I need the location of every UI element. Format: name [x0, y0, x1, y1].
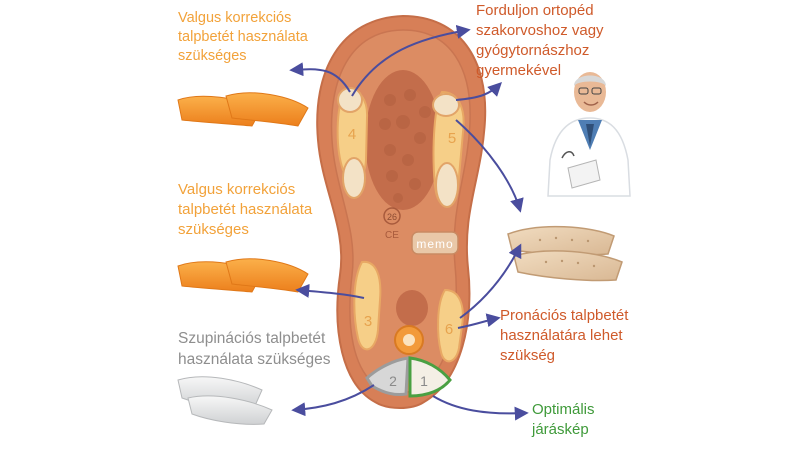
label-valgus-mid: Valgus korrekciós talpbetét használata s…: [178, 181, 313, 238]
zone-2-number: 2: [389, 373, 397, 389]
doctor-icon: [547, 72, 631, 197]
size-mark: 26: [387, 212, 397, 222]
zone-1-number: 1: [420, 373, 428, 389]
shoe-sole-icon: 4 5 26 CE memo 3 6: [316, 14, 487, 409]
zone-3-number: 3: [364, 313, 372, 330]
zone-4-number: 4: [348, 126, 356, 143]
label-pronation: Pronációs talpbetét használatára lehet s…: [500, 307, 629, 364]
brand-mark: memo: [416, 237, 453, 251]
insole-icon-white: [177, 376, 273, 425]
insole-icon-orange-top: [177, 92, 309, 127]
label-specialist: Forduljon ortopéd szakorvoshoz vagy gyóg…: [476, 2, 604, 79]
ce-mark: CE: [385, 230, 399, 241]
insole-icon-orange-mid: [177, 258, 309, 293]
insole-icon-cork: [507, 225, 623, 282]
label-supination: Szupinációs talpbetét használata szükség…: [178, 330, 331, 368]
arrow-icon: [289, 24, 529, 421]
zone-5-number: 5: [448, 130, 456, 147]
zone-6-number: 6: [445, 321, 453, 338]
label-valgus-top: Valgus korrekciós talpbetét használata s…: [178, 10, 308, 64]
label-optimal: Optimális járáskép: [532, 401, 595, 438]
